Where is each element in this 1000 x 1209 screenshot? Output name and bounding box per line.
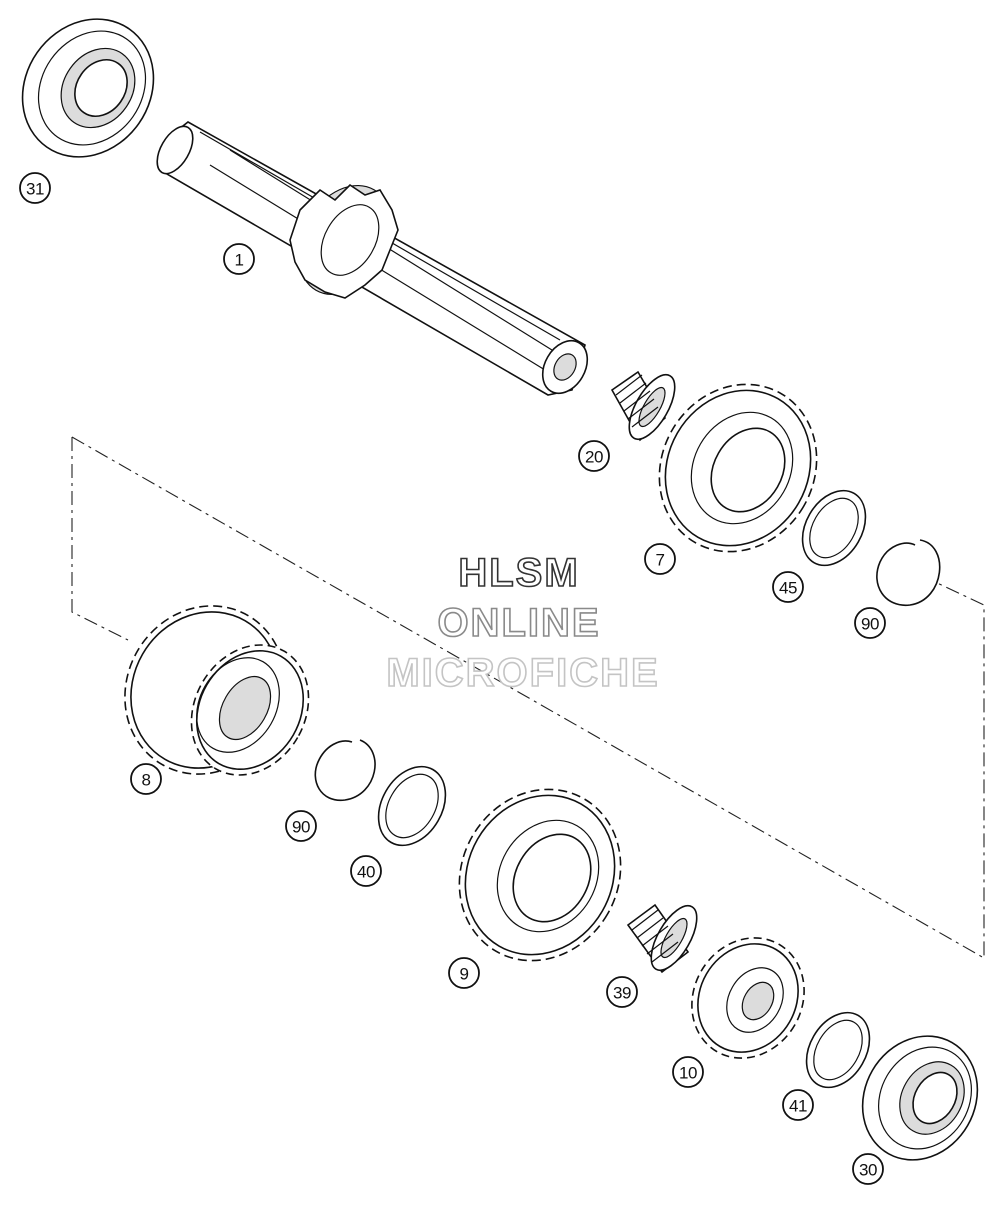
callout-7-label: 7 — [656, 551, 665, 570]
callout-20-label: 20 — [585, 448, 603, 467]
thrust-washer-41 — [805, 1011, 871, 1089]
watermark-line-3: MICROFICHE — [386, 651, 659, 695]
thrust-washer-45 — [801, 489, 867, 567]
gear-9 — [458, 788, 622, 962]
gear-8 — [124, 605, 310, 776]
snap-ring-90-upper — [876, 539, 941, 606]
callout-39-label: 39 — [613, 984, 631, 1003]
callout-10: 10 — [672, 1056, 704, 1088]
callout-30-label: 30 — [859, 1161, 877, 1180]
callout-40: 40 — [350, 855, 382, 887]
needle-bearing-39 — [626, 903, 698, 974]
callout-20: 20 — [578, 440, 610, 472]
main-shaft-1 — [156, 121, 589, 396]
bearing-31 — [21, 18, 155, 158]
callout-30: 30 — [852, 1153, 884, 1185]
callout-1: 1 — [223, 243, 255, 275]
callout-1-label: 1 — [235, 251, 244, 270]
assembly-guide-lines — [71, 436, 985, 959]
callout-9-label: 9 — [460, 965, 469, 984]
callout-90-lower-label: 90 — [292, 818, 310, 837]
callout-8: 8 — [130, 763, 162, 795]
callout-41-label: 41 — [789, 1097, 807, 1116]
bearing-30 — [861, 1035, 979, 1161]
callout-41: 41 — [782, 1089, 814, 1121]
callout-90-lower: 90 — [285, 810, 317, 842]
callout-90-upper-label: 90 — [861, 615, 879, 634]
watermark-line-1: HLSM — [458, 551, 579, 595]
callout-31-label: 31 — [26, 180, 44, 199]
gear-10 — [691, 937, 805, 1059]
callout-9: 9 — [448, 957, 480, 989]
callout-10-label: 10 — [679, 1064, 697, 1083]
watermark-line-2: ONLINE — [437, 601, 600, 645]
thrust-washer-40 — [377, 765, 447, 847]
callout-45-label: 45 — [779, 579, 797, 598]
callout-40-label: 40 — [357, 863, 375, 882]
snap-ring-90-lower — [314, 739, 376, 801]
watermark: HLSM ONLINE MICROFICHE — [386, 550, 659, 696]
callout-31: 31 — [19, 172, 51, 204]
callout-7: 7 — [644, 543, 676, 575]
callout-39: 39 — [606, 976, 638, 1008]
needle-bearing-20 — [610, 370, 676, 442]
callout-45: 45 — [772, 571, 804, 603]
callout-8-label: 8 — [142, 771, 151, 790]
callout-90-upper: 90 — [854, 607, 886, 639]
gear-7 — [658, 383, 818, 553]
